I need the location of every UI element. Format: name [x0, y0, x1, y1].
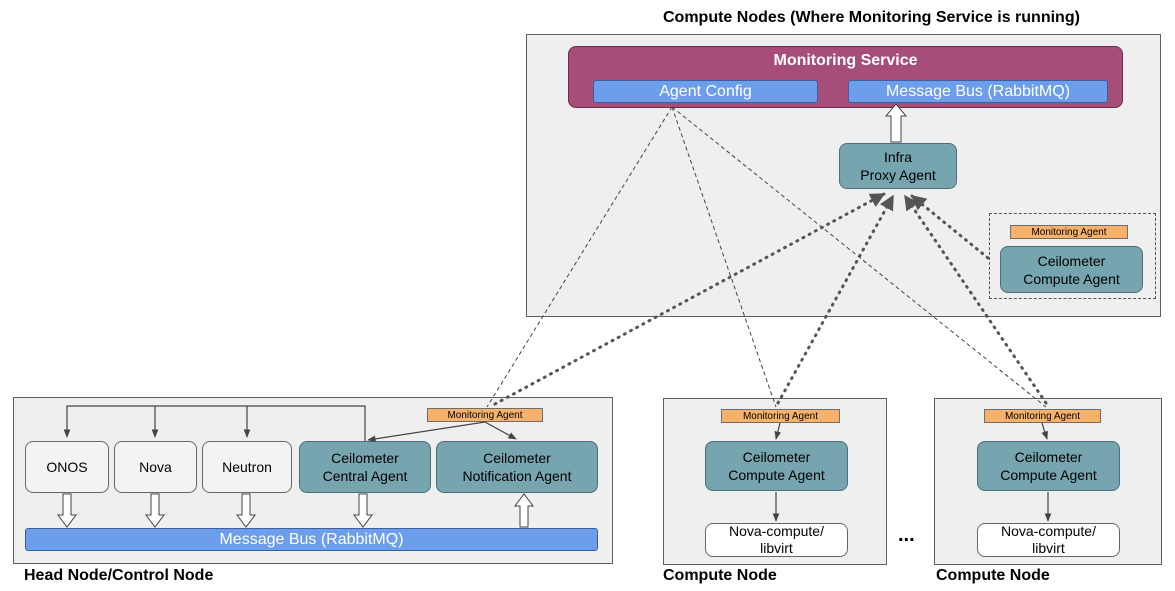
compute-node-2-caption: Compute Node	[936, 567, 1050, 584]
monitoring-agent-cn1[interactable]: Monitoring Agent	[721, 409, 840, 423]
report-link-cn1	[776, 194, 895, 405]
nova-compute-cn2[interactable]: Nova-compute/ libvirt	[977, 523, 1120, 557]
ellipsis: ...	[898, 524, 915, 546]
nova-compute-cn1[interactable]: Nova-compute/ libvirt	[705, 523, 848, 557]
ceilometer-compute-agent-main[interactable]: Ceilometer Compute Agent	[1000, 246, 1143, 293]
ceilometer-compute-agent-cn1[interactable]: Ceilometer Compute Agent	[705, 441, 848, 491]
report-link-main	[910, 194, 990, 260]
compute-main-caption: Compute Nodes (Where Monitoring Service …	[663, 9, 1080, 26]
compute-node-1-caption: Compute Node	[663, 567, 777, 584]
monitoring-agent-main[interactable]: Monitoring Agent	[1010, 225, 1128, 239]
config-link-cn1	[671, 106, 777, 408]
ceilometer-notification-agent[interactable]: Ceilometer Notification Agent	[436, 441, 598, 493]
report-link-cn2	[903, 194, 1048, 405]
monitoring-agent-cn2[interactable]: Monitoring Agent	[984, 409, 1101, 423]
monitoring-agent-head[interactable]: Monitoring Agent	[427, 408, 543, 422]
head-node-caption: Head Node/Control Node	[24, 567, 214, 584]
proxy-to-bus-arrow	[884, 103, 908, 143]
config-link-head	[486, 106, 673, 408]
monitoring-service-title: Monitoring Service	[773, 52, 918, 69]
ceilometer-central-agent[interactable]: Ceilometer Central Agent	[299, 441, 431, 493]
agent-config[interactable]: Agent Config	[593, 80, 818, 103]
onos-box[interactable]: ONOS	[25, 441, 109, 493]
neutron-box[interactable]: Neutron	[202, 441, 292, 493]
message-bus-head[interactable]: Message Bus (RabbitMQ)	[25, 528, 598, 551]
message-bus-main[interactable]: Message Bus (RabbitMQ)	[848, 80, 1108, 103]
ceilometer-compute-agent-cn2[interactable]: Ceilometer Compute Agent	[977, 441, 1120, 491]
nova-box[interactable]: Nova	[114, 441, 197, 493]
local-monitoring-group	[989, 213, 1156, 299]
infra-proxy-agent[interactable]: Infra Proxy Agent	[839, 143, 957, 189]
